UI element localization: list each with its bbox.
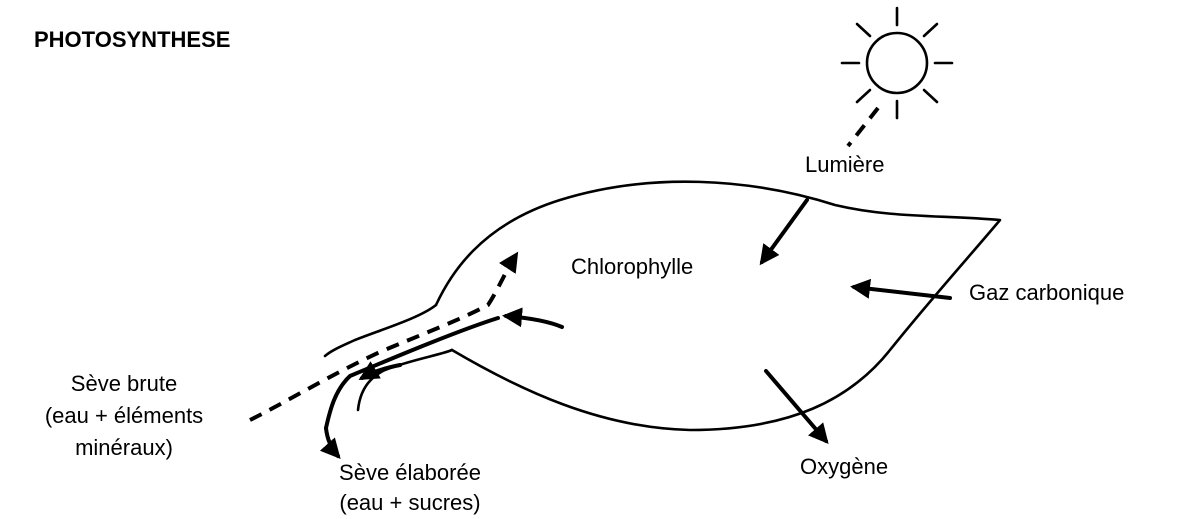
elaborated-sap-label-line2: (eau + sucres) [339, 490, 480, 515]
elaborated-sap-line [326, 318, 498, 428]
raw-sap-label-line1: Sève brute [71, 371, 177, 396]
light-label: Lumière [805, 152, 884, 177]
sugar-inner-arrow [506, 316, 562, 327]
leaf-icon [325, 182, 1000, 430]
raw-sap-label-line3: minéraux) [75, 435, 173, 460]
elaborated-sap-label-line1: Sève élaborée [339, 460, 481, 485]
co2-label: Gaz carbonique [969, 280, 1124, 305]
raw-sap-label-line2: (eau + éléments [45, 403, 203, 428]
elaborated-sap-arrow [326, 428, 338, 456]
diagram-title: PHOTOSYNTHESE [34, 27, 230, 52]
chlorophyll-label: Chlorophylle [571, 254, 693, 279]
co2-arrow [854, 287, 950, 298]
light-ray [848, 108, 878, 146]
light-arrow [762, 200, 807, 262]
sun-icon [842, 8, 952, 118]
raw-sap-arrow [250, 255, 516, 420]
oxygen-label: Oxygène [800, 454, 888, 479]
